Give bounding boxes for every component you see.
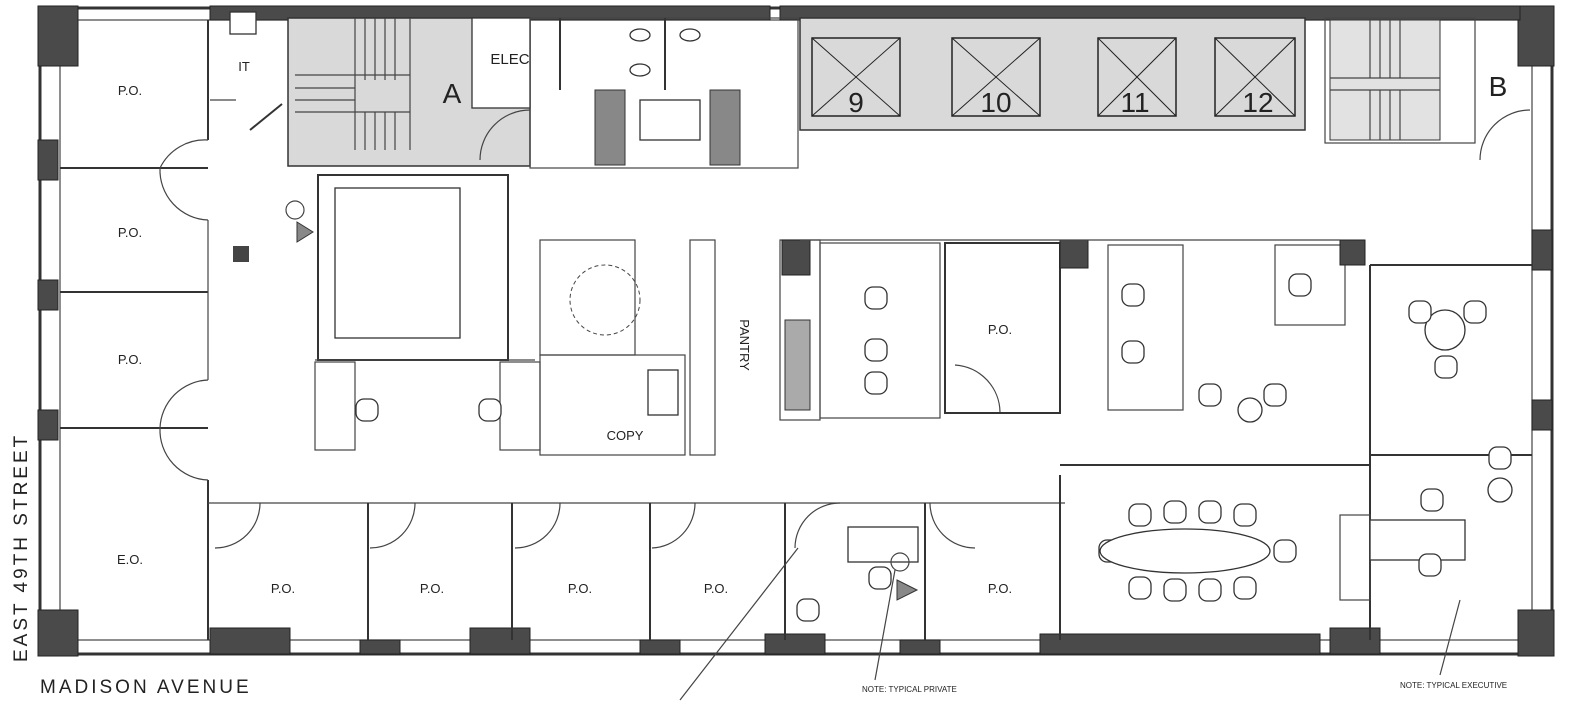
room-label-left-office-2: P.O. <box>118 225 142 240</box>
elevator-cab-icon <box>1214 37 1296 117</box>
room-label-bottom-office-2: P.O. <box>420 581 444 596</box>
room-label-bottom-office-5: P.O. <box>988 581 1012 596</box>
chair-icon <box>1121 340 1145 364</box>
chair-icon <box>864 338 888 362</box>
room-label-pantry: PANTRY <box>737 319 752 371</box>
street-label-east-49th: EAST 49TH STREET <box>11 433 32 662</box>
elevator-12-label: 12 <box>1242 87 1273 118</box>
room-label-left-office-3: P.O. <box>118 352 142 367</box>
note-typical-private: NOTE: TYPICAL PRIVATE <box>862 685 957 694</box>
chair-icon <box>1128 503 1152 527</box>
room-label-bottom-office-3: P.O. <box>568 581 592 596</box>
street-label-madison: MADISON AVENUE <box>40 677 252 698</box>
elevator-cab-icon <box>811 37 901 117</box>
stair-b-label: B <box>1489 71 1508 102</box>
room-label-copy: COPY <box>607 428 644 443</box>
room-label-bottom-office-4: P.O. <box>704 581 728 596</box>
stair-b <box>1324 17 1531 161</box>
chair-icon <box>1233 576 1257 600</box>
elevator-bank <box>799 17 1306 131</box>
chair-icon <box>1288 273 1312 297</box>
chair-icon <box>1128 576 1152 600</box>
elevator-10-label: 10 <box>980 87 1011 118</box>
chair-icon <box>1408 300 1432 324</box>
chair-icon <box>1434 355 1458 379</box>
chair-icon <box>1198 578 1222 602</box>
left-office-walls <box>60 20 209 640</box>
chair-icon <box>1163 500 1187 524</box>
room-label-it: IT <box>238 59 250 74</box>
chair-icon <box>1163 578 1187 602</box>
shaft <box>229 11 257 35</box>
chair-icon <box>864 371 888 395</box>
bottom-office-walls <box>208 464 1461 701</box>
conference-table <box>1099 528 1271 574</box>
chair-icon <box>478 398 502 422</box>
chair-icon <box>1463 300 1487 324</box>
room-label-executive-office: E.O. <box>117 552 143 567</box>
furniture <box>233 200 1513 622</box>
chair-icon <box>1488 446 1512 470</box>
room-label-left-office-1: P.O. <box>118 83 142 98</box>
restrooms <box>529 17 799 169</box>
chair-icon <box>864 286 888 310</box>
chair-icon <box>868 566 892 590</box>
note-typical-executive: NOTE: TYPICAL EXECUTIVE <box>1400 681 1507 690</box>
elevator-cab-icon <box>1097 37 1177 117</box>
stair-a <box>287 17 531 167</box>
chair-icon <box>1420 488 1444 512</box>
chair-icon <box>1263 383 1287 407</box>
chair-icon <box>355 398 379 422</box>
stair-a-label: A <box>443 78 462 109</box>
chair-icon <box>1273 539 1297 563</box>
elevator-9-label: 9 <box>848 87 864 118</box>
elevator-cab-icon <box>951 37 1041 117</box>
chair-icon <box>1418 553 1442 577</box>
chair-icon <box>1233 503 1257 527</box>
chair-icon <box>796 598 820 622</box>
room-label-bottom-office-1: P.O. <box>271 581 295 596</box>
room-label-center-office: P.O. <box>988 322 1012 337</box>
room-label-elec: ELEC <box>490 51 529 68</box>
elevator-11-label: 11 <box>1120 87 1149 118</box>
chair-icon <box>1198 500 1222 524</box>
chair-icon <box>1198 383 1222 407</box>
central-core <box>314 174 1532 640</box>
chair-icon <box>1121 283 1145 307</box>
